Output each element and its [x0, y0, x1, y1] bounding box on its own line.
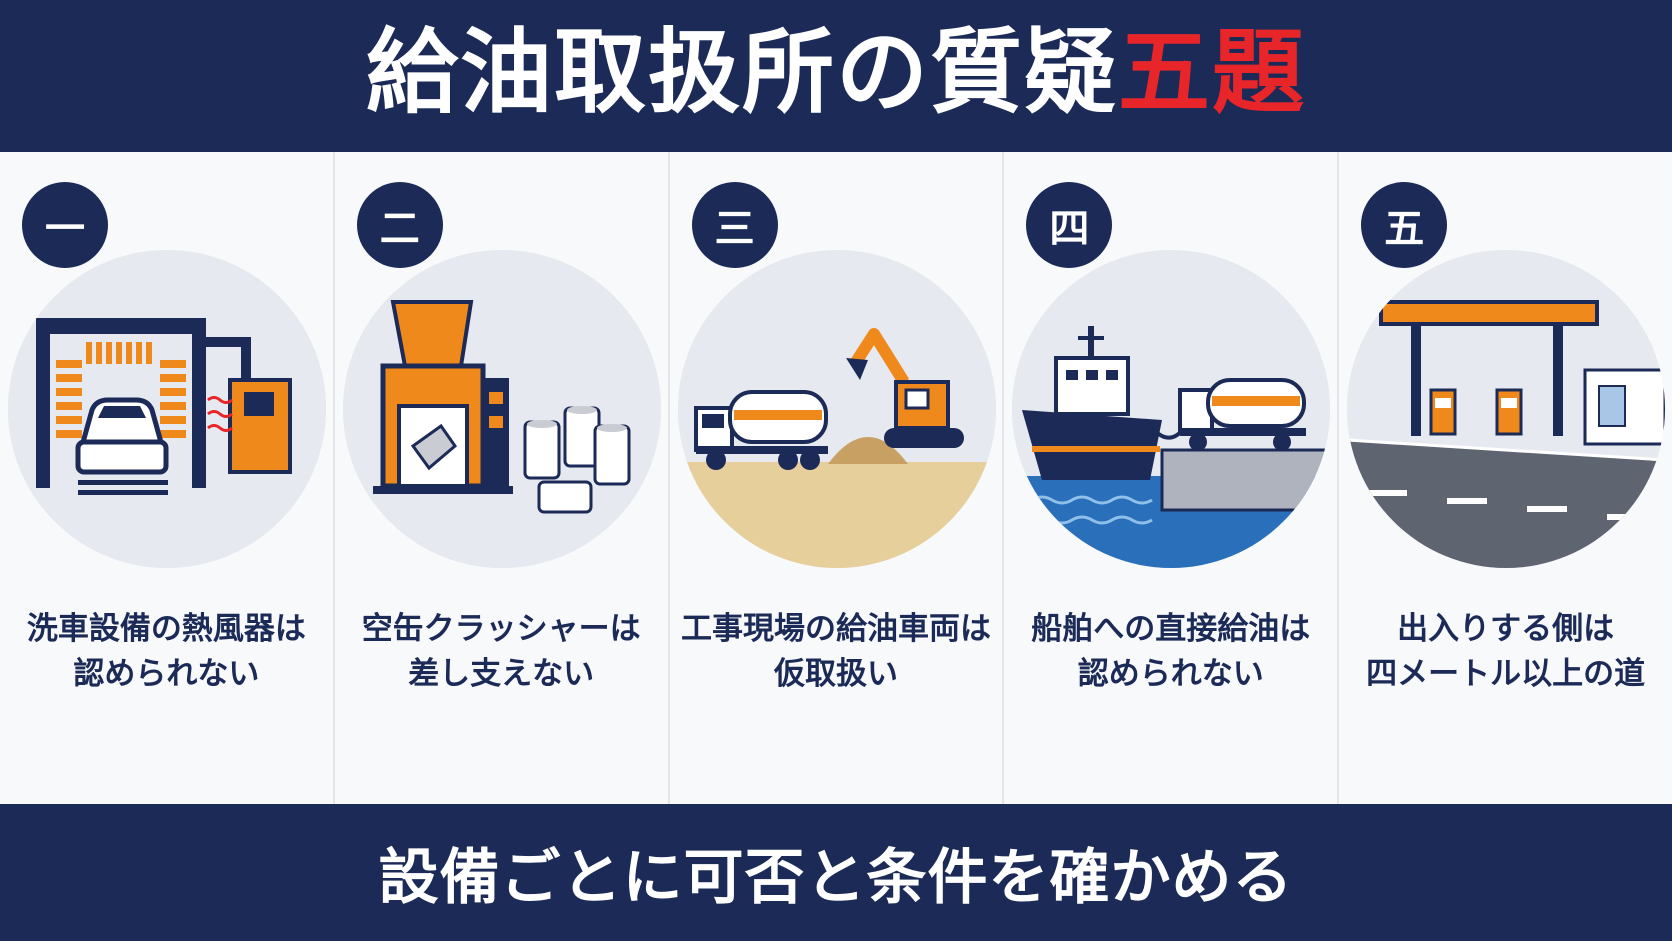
title-main: 給油取扱所の質疑 — [365, 19, 1118, 126]
footer-bar: 設備ごとに可否と条件を確かめる — [0, 804, 1672, 941]
caption-line-2: 仮取扱い — [773, 655, 898, 692]
number-badge: 五 — [1361, 182, 1448, 268]
panel-caption: 工事現場の給油車両は 仮取扱い — [670, 607, 1003, 697]
title-accent: 五題 — [1118, 19, 1307, 126]
illustration-circle — [1012, 250, 1331, 568]
number-badge: 一 — [22, 182, 108, 268]
illustration-circle — [1347, 250, 1666, 568]
panel-caption: 船舶への直接給油は 認められない — [1004, 607, 1337, 697]
caption-line-2: 認められない — [1077, 655, 1264, 692]
caption-line-1: 空缶クラッシャーは — [361, 611, 641, 647]
panel-2: 二 — [334, 152, 670, 804]
illustration-circle — [8, 250, 326, 568]
header-bar: 給油取扱所の質疑五題 — [0, 0, 1672, 152]
panel-5: 五 — [1339, 152, 1672, 804]
number-badge: 二 — [356, 182, 443, 268]
caption-line-1: 出入りする側は — [1397, 611, 1615, 647]
car-wash-icon — [8, 250, 326, 568]
panel-caption: 出入りする側は 四メートル以上の道 — [1339, 607, 1672, 697]
caption-line-2: 四メートル以上の道 — [1366, 655, 1646, 692]
panel-3: 三 — [669, 152, 1005, 804]
can-crusher-icon — [342, 250, 661, 568]
number-badge: 四 — [1026, 182, 1113, 268]
panel-caption: 洗車設備の熱風器は 認められない — [0, 607, 333, 697]
number-badge: 三 — [691, 182, 778, 268]
ship-refuel-icon — [1012, 250, 1331, 568]
page-title: 給油取扱所の質疑五題 — [366, 18, 1306, 128]
caption-line-1: 工事現場の給油車両は — [680, 611, 991, 647]
caption-line-2: 差し支えない — [408, 655, 595, 692]
panel-1: 一 — [0, 152, 335, 804]
illustration-circle — [677, 250, 996, 568]
footer-text: 設備ごとに可否と条件を確かめる — [378, 843, 1294, 913]
caption-line-2: 認められない — [73, 655, 260, 692]
illustration-circle — [342, 250, 661, 568]
panel-4: 四 — [1004, 152, 1340, 804]
tank-truck-excavator-icon — [677, 250, 996, 568]
panels-row: 一 — [0, 152, 1672, 804]
caption-line-1: 船舶への直接給油は — [1031, 611, 1311, 647]
caption-line-1: 洗車設備の熱風器は — [26, 611, 306, 647]
gas-station-icon — [1347, 250, 1666, 568]
panel-caption: 空缶クラッシャーは 差し支えない — [335, 607, 668, 697]
